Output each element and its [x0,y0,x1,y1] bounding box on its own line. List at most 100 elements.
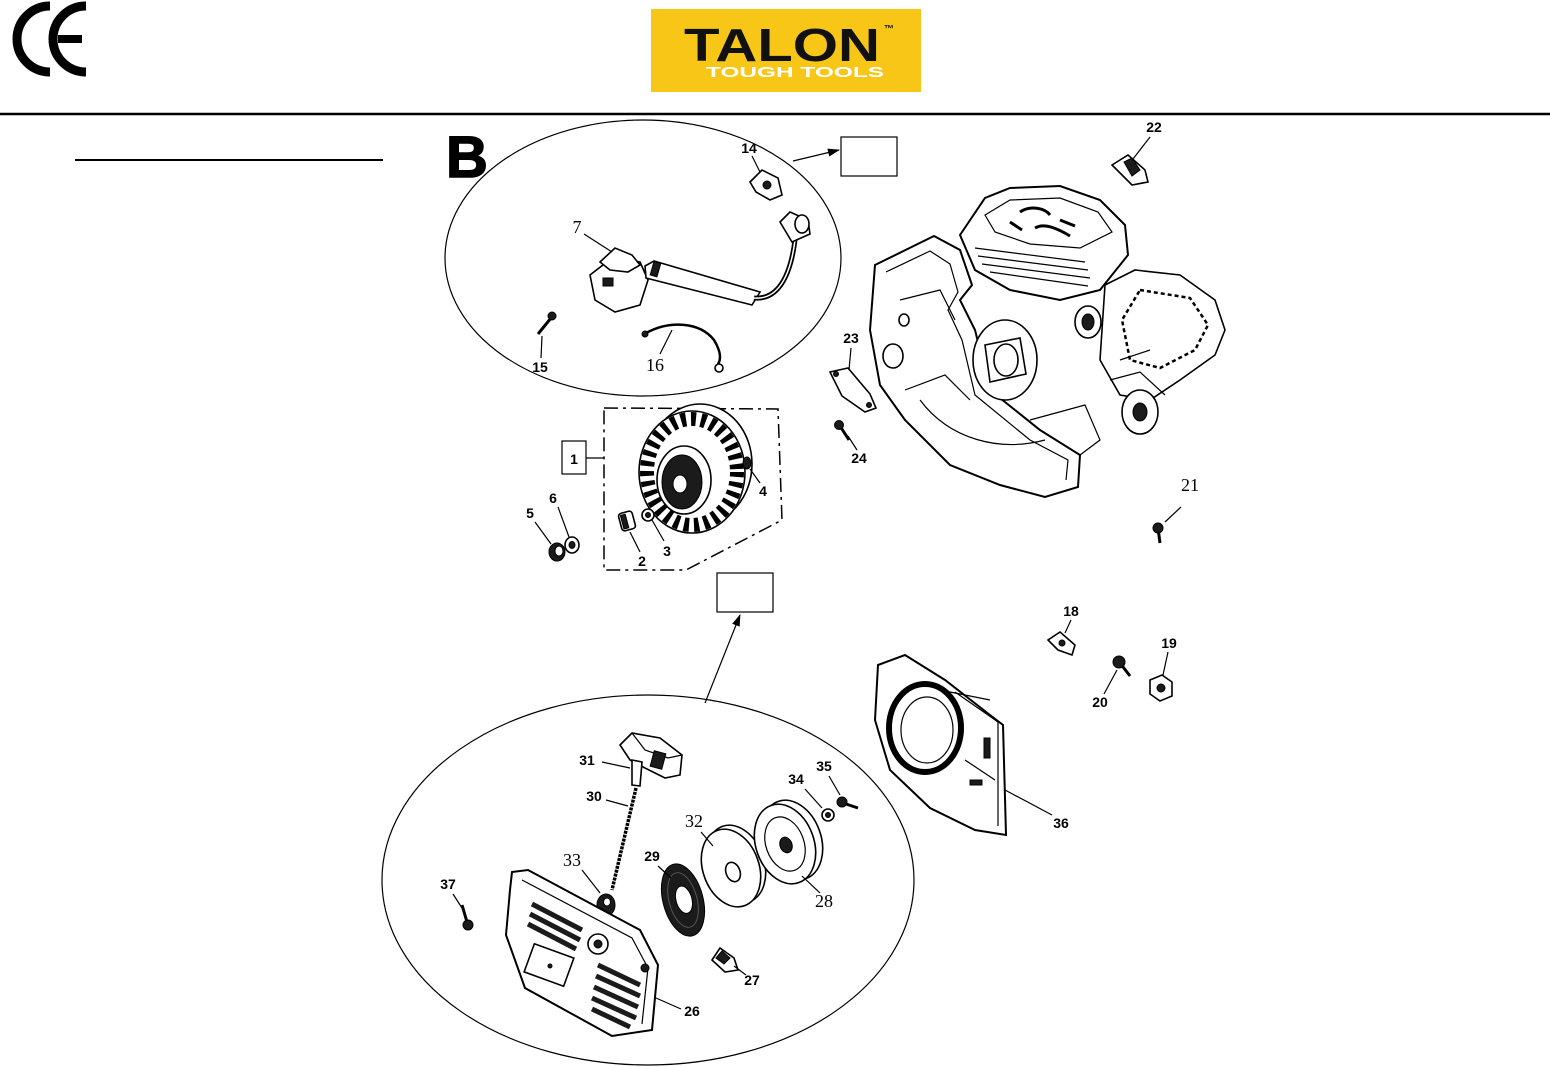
crankcase-rib [899,289,971,401]
plate-hole [724,861,742,883]
leader-36 [1004,789,1053,816]
leader-2 [629,531,641,553]
vent-slot [526,921,578,952]
part-3-nut [641,508,655,522]
callout-24: 24 [851,450,867,466]
ce-mark-logo [12,1,87,77]
callout-14: 14 [741,140,757,156]
callout-35: 35 [816,758,832,774]
carburetor-linkage [1109,349,1166,396]
part-24-screw [834,420,851,441]
vent-slot [530,901,584,933]
callout-26: 26 [684,1003,700,1019]
fan-housing-curve [919,399,1046,446]
chain-brake-side [1029,404,1101,456]
spring-center [674,885,694,914]
part-37-screw [460,904,474,931]
pulley-hub [779,836,793,854]
vent-slot [528,911,582,943]
leader-29 [657,865,672,879]
handle-insert [649,750,667,770]
screw-shaft [460,904,469,923]
starter-cover-boss-center [593,939,603,949]
cylinder-head-marks [1009,206,1076,238]
flywheel-bore [672,474,688,494]
screw-head [547,311,557,321]
part-23-gasket [828,367,878,413]
starter-housing-slot [969,779,983,786]
handle-stem [631,759,643,787]
washer-hole [825,812,831,818]
leader-21 [1164,506,1182,523]
callout-19: 19 [1161,635,1177,651]
callout-33: 33 [563,850,581,870]
screw-shaft [536,317,553,335]
vent-slot [590,1006,632,1030]
cooling-fin [981,263,1091,279]
starter-reference-box [716,572,774,613]
pawl-shade [715,950,731,965]
nut-5-face [554,545,564,557]
screw-head [834,420,844,430]
callout-20: 20 [1092,694,1108,710]
spring-coils [667,872,699,928]
rope [610,787,638,891]
cooling-fin [977,255,1089,271]
handle-grip [618,732,683,779]
starter-cover-vents-lower [590,962,642,1030]
part-6-washer [564,536,580,554]
starter-housing-rib [939,689,999,826]
vent-slot [590,995,638,1021]
starter-housing-slot [983,737,991,759]
screw-head [836,796,848,808]
callout-15: 15 [532,359,548,375]
leader-14 [751,155,761,173]
leader-26 [655,997,682,1010]
talon-logo-brand: TALON [684,19,880,71]
part-35-screw [836,796,859,810]
coil-lead-tube [644,260,762,306]
leader-28 [801,875,821,894]
pin-body [742,456,752,470]
leader-35 [828,775,841,796]
part-30-starter-rope [610,787,638,891]
talon-logo: TALON ™ TOUGH TOOLS [651,9,921,92]
leader-37 [452,893,463,909]
callout-31: 31 [579,752,595,768]
leader-24 [847,435,858,451]
leader-18 [1064,619,1072,634]
screw-head [1152,522,1164,534]
leader-22 [1132,136,1151,160]
washer-hole [568,541,576,549]
clip-shade [1123,157,1141,177]
gasket-hole [866,402,872,408]
leader-4 [749,468,761,484]
vent-slot [592,984,640,1010]
grommet-hole [603,897,611,907]
leader-33 [581,869,601,894]
callout-27: 27 [744,972,760,988]
callout-22: 22 [1146,119,1162,135]
part-5-nut [548,542,566,562]
part-36-starter-housing [873,653,1008,837]
ground-wire-end [641,330,649,338]
flywheel [638,403,753,534]
part-14-bracket [748,169,783,201]
coil-terminal [602,277,614,287]
part-22-clip [1110,154,1149,186]
ignition-detail-group: 14 7 15 16 [444,119,898,397]
callout-37: 37 [440,876,456,892]
engine-assembly [868,184,1226,499]
gasket-body [828,367,878,413]
ground-wire [645,323,722,365]
part-21-screw [1152,522,1164,544]
chain-sprocket-hub [1132,402,1148,422]
part-2-key [617,510,637,532]
talon-logo-tagline: TOUGH TOOLS [706,64,884,81]
leader-20 [1103,669,1118,695]
starter-cover-edge [521,879,649,1025]
ce-mark-e-arc [48,1,87,77]
starter-housing-ring [886,681,964,775]
crankshaft-end [993,343,1019,377]
